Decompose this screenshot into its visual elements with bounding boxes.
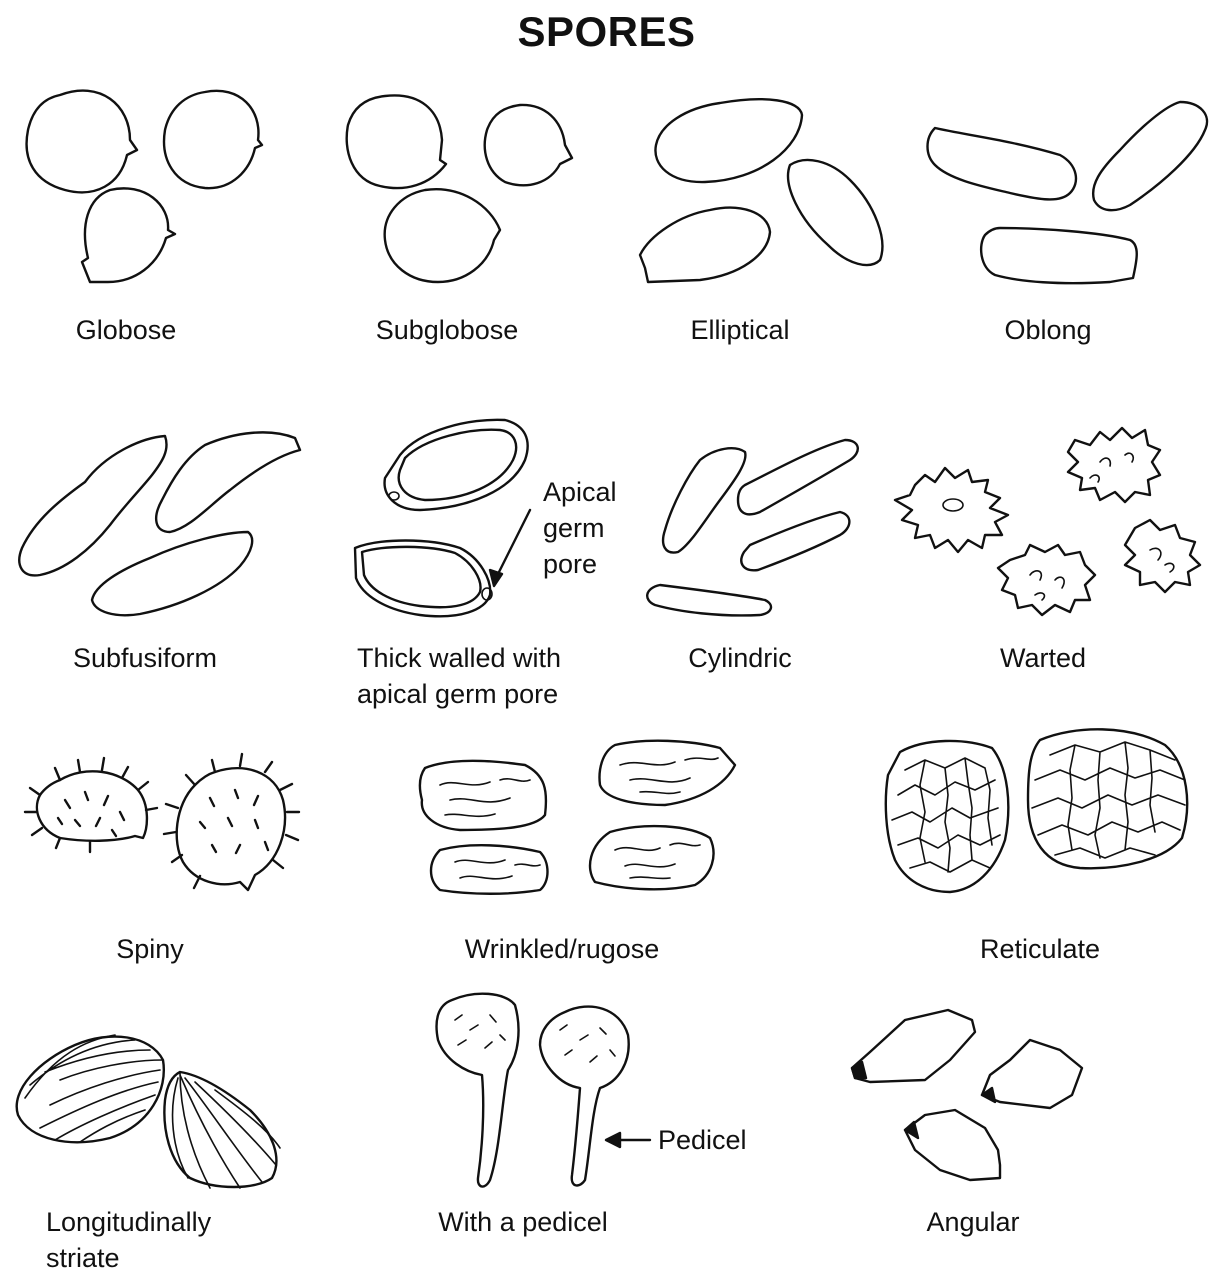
wrinkled-spores-drawing <box>420 741 735 894</box>
label-spiny: Spiny <box>116 931 184 967</box>
label-oblong: Oblong <box>1004 312 1091 348</box>
thick-walled-spores-drawing <box>355 420 530 617</box>
reticulate-spores-drawing <box>886 729 1187 892</box>
subfusiform-spores-drawing <box>19 432 300 615</box>
label-thick-walled-line2: apical germ pore <box>357 676 561 712</box>
pedicel-callout: Pedicel <box>658 1122 747 1158</box>
label-with-pedicel: With a pedicel <box>438 1204 608 1240</box>
callout-apical-line1: Apical <box>543 474 617 510</box>
striate-spores-drawing <box>17 1035 280 1188</box>
label-subglobose: Subglobose <box>376 312 519 348</box>
globose-spores-drawing <box>27 91 262 282</box>
pedicel-spores-drawing <box>437 994 650 1187</box>
label-angular: Angular <box>926 1204 1019 1240</box>
spiny-spores-drawing <box>25 754 299 890</box>
subglobose-spores-drawing <box>347 95 572 282</box>
angular-spores-drawing <box>852 1010 1082 1180</box>
oblong-spores-drawing <box>928 102 1208 283</box>
label-elliptical: Elliptical <box>690 312 789 348</box>
label-striate: Longitudinally striate <box>46 1204 211 1276</box>
label-wrinkled: Wrinkled/rugose <box>465 931 660 967</box>
apical-germ-pore-callout: Apical germ pore <box>543 474 617 582</box>
callout-apical-line3: pore <box>543 546 617 582</box>
label-cylindric: Cylindric <box>688 640 792 676</box>
label-thick-walled: Thick walled with apical germ pore <box>357 640 561 712</box>
label-warted: Warted <box>1000 640 1086 676</box>
label-thick-walled-line1: Thick walled with <box>357 640 561 676</box>
label-globose: Globose <box>76 312 177 348</box>
cylindric-spores-drawing <box>647 440 858 615</box>
elliptical-spores-drawing <box>640 99 882 282</box>
label-striate-line1: Longitudinally <box>46 1204 211 1240</box>
warted-spores-drawing <box>895 428 1200 615</box>
callout-apical-line2: germ <box>543 510 617 546</box>
label-reticulate: Reticulate <box>980 931 1100 967</box>
label-subfusiform: Subfusiform <box>73 640 217 676</box>
